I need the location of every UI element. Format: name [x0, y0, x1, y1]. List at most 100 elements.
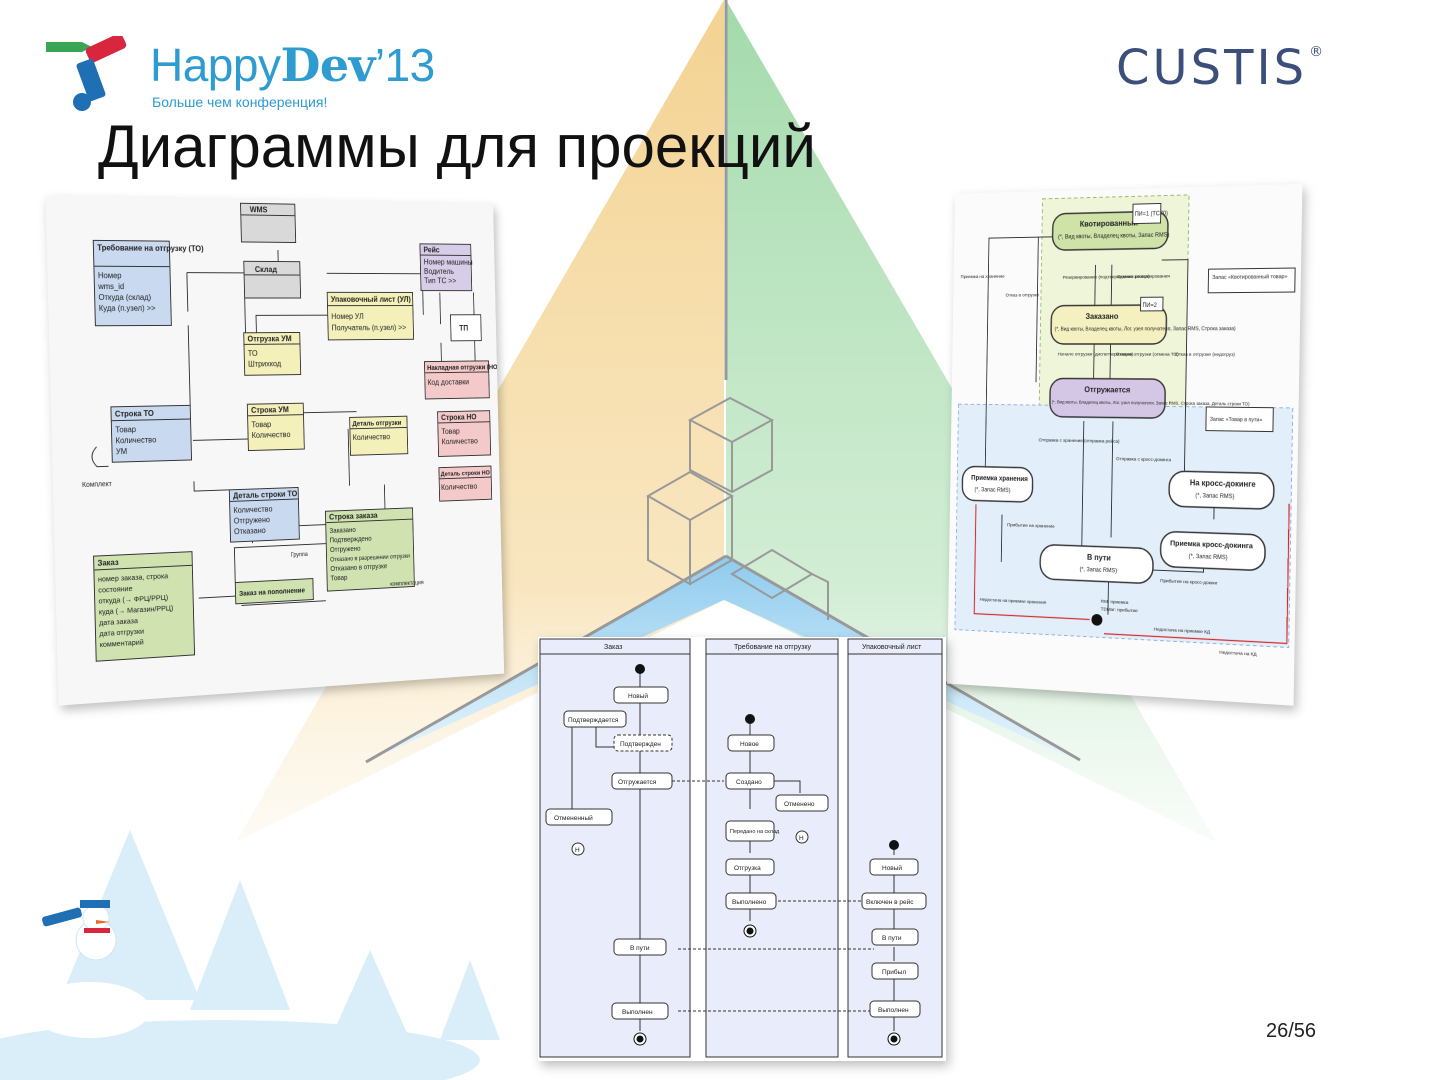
activity-node[interactable]: Включен в рейс [861, 892, 927, 910]
class-attr: дата отгрузки [99, 627, 144, 639]
class-demand-line[interactable]: Строка ТО Товар Количество УМ [111, 405, 192, 462]
class-warehouse[interactable]: Склад [244, 261, 301, 298]
state-attrs: (*, Запас RMS) [1189, 554, 1228, 562]
activity-node[interactable]: Отмененный [545, 808, 613, 826]
activity-node[interactable]: Отгружается [611, 772, 673, 790]
node-label: Новое [740, 741, 759, 748]
node-label: Новый [628, 692, 648, 700]
activity-node[interactable]: Выполнен [869, 1000, 921, 1018]
transition-label: Отправка с хранения (отправка рейса) [1039, 436, 1120, 444]
class-attr: Штрихкод [248, 359, 282, 368]
history-marker: H [571, 842, 585, 856]
happydev-bold: Dev [280, 38, 375, 92]
state-name: Приемка хранения [971, 475, 1028, 483]
transition-label: Отказ в отгрузке (недогруз) [1175, 352, 1235, 358]
class-attr: Номер [98, 271, 122, 280]
state-tag: ПИ=2 [1142, 303, 1156, 309]
state-cross-dock-receipt[interactable]: Приемка кросс-докинга (*, Запас RMS) [1160, 531, 1265, 570]
class-order-line[interactable]: Строка заказа Заказано Подтверждено Отгр… [325, 508, 414, 591]
class-name: Рейс [423, 246, 440, 255]
transition-label: Прибытие на хранение [1007, 522, 1055, 530]
class-name: Отгрузка УМ [247, 334, 292, 343]
node-label: Передано на склад [730, 829, 780, 835]
class-invoice-line-detail[interactable]: Деталь строки НО Количество [439, 466, 492, 501]
class-attr: Тип ТС >> [424, 277, 457, 286]
class-name: Деталь строки ТО [233, 489, 297, 500]
class-wms[interactable]: WMS [240, 203, 295, 242]
class-invoice[interactable]: Накладная отгрузки (НО) Код доставки [424, 361, 500, 399]
class-demand-line-detail[interactable]: Деталь строки ТО Количество Отгружено От… [229, 487, 299, 542]
node-label: Подтвержден [620, 741, 661, 748]
class-attr: Количество [442, 437, 479, 446]
transition-label: Недостача на приемке хранения [980, 597, 1047, 606]
history-label: H [799, 835, 804, 842]
activity-node[interactable]: Новый [613, 686, 669, 704]
class-invoice-line[interactable]: Строка НО Товар Количество [438, 411, 491, 457]
state-shipping[interactable]: Отгружается (*, Вид квоты, Владелец квот… [1050, 378, 1251, 419]
class-attr: Товар [331, 575, 348, 583]
komplekt-label: Комплект [82, 481, 113, 489]
activity-node[interactable]: Выполнено [725, 892, 777, 910]
activity-node[interactable]: Новый [869, 858, 919, 876]
class-attr: Отгружено [234, 515, 271, 525]
class-replenish-order[interactable]: Заказ на пополнение [235, 579, 313, 604]
state-attrs: (*, Запас RMS) [1195, 493, 1234, 500]
class-diagram-card[interactable]: WMS Требование на отгрузку (ТО) Номер wm… [45, 195, 505, 706]
activity-node[interactable]: В пути [613, 938, 667, 956]
class-attr: Отказано [234, 526, 267, 536]
activity-node[interactable]: Прибыл [871, 962, 919, 980]
transition-label: Недостача на приемке КД [1154, 626, 1211, 635]
class-packing-list[interactable]: Упаковочный лист (УЛ) Номер УЛ Получател… [327, 292, 413, 340]
state-ordered[interactable]: Заказано (*, Вид квоты, Владелец квоты, … [1051, 297, 1237, 344]
activity-node[interactable]: Подтвержден [613, 734, 673, 752]
activity-node[interactable]: Выполнен [611, 1002, 669, 1020]
state-in-transit[interactable]: В пути (*, Запас RMS) [1040, 544, 1153, 583]
state-name: Квотированный [1080, 218, 1139, 228]
note-text: Запас «Квотированный товар» [1212, 273, 1287, 281]
class-trip[interactable]: Рейс Номер машины Водитель Тип ТС >> [420, 244, 474, 291]
class-attr: дата заказа [99, 616, 139, 627]
happydev-tagline: Больше чем конференция! [152, 94, 328, 110]
transition-label: Начало отгрузки (диспетчеризация) [1058, 351, 1134, 357]
registered-mark: ® [1309, 44, 1324, 60]
node-label: В пути [630, 945, 650, 952]
state-storage-receipt[interactable]: Приемка хранения (*, Запас RMS) [962, 466, 1033, 502]
class-order[interactable]: Заказ номер заказа, строка состояние отк… [94, 552, 195, 662]
activity-node[interactable]: Создано [725, 772, 775, 790]
class-demand[interactable]: Требование на отгрузку (ТО) Номер wms_id… [93, 240, 206, 325]
custis-logo[interactable]: CUSTIS® [1116, 40, 1324, 96]
happydev-year: ’13 [374, 39, 435, 91]
class-name: ТП [459, 324, 468, 332]
class-attr: Код доставки [427, 378, 469, 387]
class-name: WMS [250, 205, 268, 214]
state-cross-dock[interactable]: На кросс-докинге (*, Запас RMS) [1169, 471, 1274, 509]
note-text: Запас «Товар в пути» [1210, 417, 1263, 424]
class-um-line[interactable]: Строка УМ Товар Количество [247, 403, 304, 450]
state-quoted[interactable]: Квотированный (*, Вид квоты, Владелец кв… [1052, 203, 1169, 250]
activity-diagram: Заказ Требование на отгрузку Упаковочный… [539, 638, 943, 1058]
transition-label: Прибытие на кросс-докинг [1160, 578, 1218, 587]
activity-node[interactable]: Передано на склад [725, 820, 780, 842]
class-attr: Количество [115, 435, 157, 445]
class-ship-unit[interactable]: Отгрузка УМ ТО Штрихкод [244, 332, 301, 375]
state-diagram-card[interactable]: Квотированный (*, Вид квоты, Владелец кв… [947, 183, 1303, 706]
class-attr: Водитель [424, 267, 454, 276]
state-attrs: (*, Вид квоты, Владелец квоты, Запас RMS… [1058, 232, 1169, 240]
lane-header: Упаковочный лист [862, 643, 922, 651]
happydev-logo[interactable]: HappyDev’13 Больше чем конференция! [42, 36, 472, 116]
class-ship-detail[interactable]: Деталь отгрузки Количество [350, 416, 408, 455]
activity-node[interactable]: Отменено [775, 794, 829, 812]
history-marker: H [795, 830, 809, 844]
node-label: Отменено [784, 801, 815, 808]
activity-node[interactable]: Подтверждается [563, 710, 627, 728]
activity-node[interactable]: Новое [727, 734, 775, 752]
class-attr: Отказано в отгрузке [330, 563, 387, 573]
class-tp[interactable]: ТП [450, 315, 481, 341]
activity-node[interactable]: Отгрузка [725, 858, 775, 876]
activity-diagram-card[interactable]: Заказ Требование на отгрузку Упаковочный… [538, 637, 946, 1061]
komplektacija-label: комплектация [390, 580, 424, 587]
activity-node[interactable]: В пути [871, 928, 919, 946]
class-attr: Получатель (п.узел) >> [331, 323, 406, 332]
state-name: Заказано [1085, 312, 1118, 321]
node-label: Отгружается [618, 779, 657, 786]
